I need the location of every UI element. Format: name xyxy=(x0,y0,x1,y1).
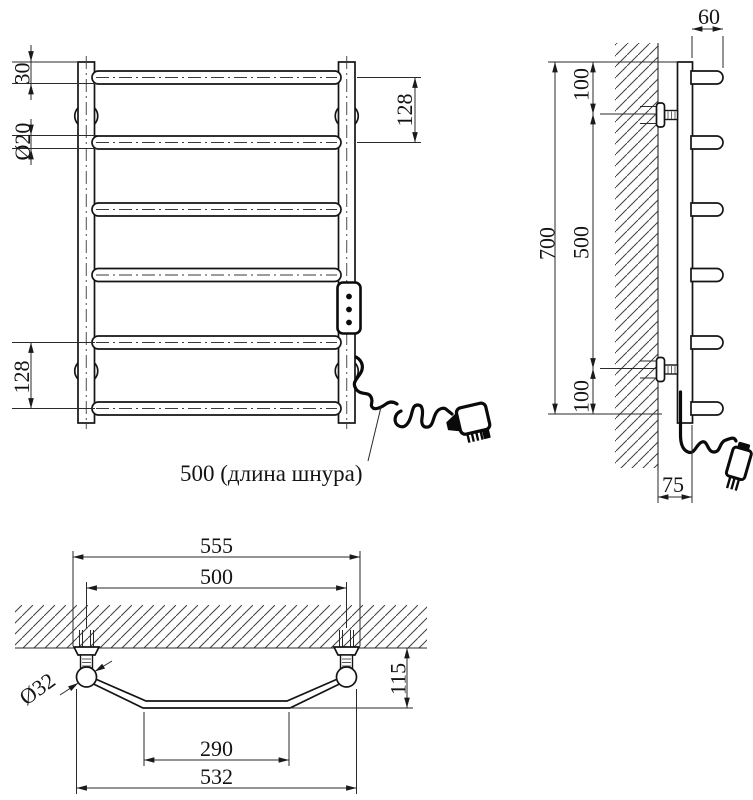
extension-lines xyxy=(72,551,361,646)
power-cord-side xyxy=(678,390,738,455)
dim-100-bottom: 100 xyxy=(569,368,596,415)
dim-label: 290 xyxy=(200,736,233,761)
dim-label: Ø32 xyxy=(14,668,59,710)
dim-128-top: 128 xyxy=(357,77,421,143)
height-extension-lines xyxy=(548,61,678,415)
leader-arrow xyxy=(59,682,79,696)
extension-lines xyxy=(12,342,95,409)
extension-lines xyxy=(76,689,357,794)
dim-500-top: 500 xyxy=(86,564,347,628)
leader-line xyxy=(367,406,382,462)
dim-30: 30 xyxy=(10,45,97,100)
wall-section xyxy=(15,605,427,648)
bracket-shaft xyxy=(663,364,679,375)
dim-115: 115 xyxy=(290,647,413,709)
thread-marks xyxy=(342,658,351,667)
dim-label: 100 xyxy=(569,68,594,101)
extension-lines xyxy=(143,712,290,766)
dim-532: 532 xyxy=(76,689,357,794)
plug-body xyxy=(724,445,753,482)
plug-foot xyxy=(482,429,491,440)
thread-marks xyxy=(667,366,676,374)
mount-flange xyxy=(72,646,101,656)
side-view: 60 100 500 100 700 75 xyxy=(535,4,753,503)
dim-label: 555 xyxy=(200,533,233,558)
dim-label: Ø20 xyxy=(10,123,35,161)
plug-prongs xyxy=(725,477,740,491)
dim-label: 532 xyxy=(200,764,233,789)
plug-body xyxy=(454,401,492,436)
leader-arrow xyxy=(94,660,113,672)
screw-lines xyxy=(339,630,354,647)
extension-lines xyxy=(12,61,97,84)
dim-label: 60 xyxy=(698,4,720,29)
dim-label: 500 xyxy=(200,564,233,589)
cord-length-label: 500 (длина шнура) xyxy=(180,461,363,486)
power-cord xyxy=(352,355,399,411)
bracket-shaft xyxy=(663,109,679,121)
dim-128-bottom: 128 xyxy=(9,342,95,409)
screw-lines xyxy=(79,630,94,647)
dim-tube-diameter: Ø20 xyxy=(10,119,98,165)
dim-290: 290 xyxy=(143,712,290,766)
bracket-head xyxy=(655,102,666,128)
power-plug-icon xyxy=(446,401,492,443)
regulator-led xyxy=(346,319,352,326)
extension-lines xyxy=(357,77,421,143)
extension-lines xyxy=(691,36,724,68)
dim-60: 60 xyxy=(691,4,724,68)
regulator-led xyxy=(346,306,352,313)
dim-label: 700 xyxy=(535,227,560,260)
bottom-bar-outline xyxy=(92,678,341,709)
centerlines xyxy=(85,56,348,429)
dim-label: 500 xyxy=(569,226,594,259)
dim-500-side: 500 xyxy=(569,113,596,369)
rail-profile xyxy=(676,61,694,424)
wall-mount-left xyxy=(72,630,101,669)
dim-700: 700 xyxy=(535,61,560,415)
dim-555: 555 xyxy=(72,533,361,646)
collar-ball xyxy=(75,666,98,688)
anchor-lines xyxy=(640,106,658,124)
dim-75: 75 xyxy=(657,425,693,503)
extension-lines xyxy=(12,135,98,149)
plug-neck xyxy=(737,441,751,452)
front-view: 30 Ø20 128 128 500 (длина шнура) xyxy=(9,45,492,486)
collar-ball xyxy=(335,666,358,688)
wall-bracket-top xyxy=(640,102,679,128)
cord-note: 500 (длина шнура) xyxy=(180,406,382,486)
dim-label: 100 xyxy=(569,380,594,413)
dim-label: 128 xyxy=(392,94,417,127)
dim-label: 115 xyxy=(386,663,411,695)
bracket-head xyxy=(655,356,666,383)
thread-marks xyxy=(82,658,91,667)
rung-ends xyxy=(690,70,724,416)
dim-label: 30 xyxy=(10,63,35,85)
power-cord xyxy=(393,403,454,429)
wall-bracket-bottom xyxy=(640,356,679,383)
mount-flange xyxy=(332,646,361,656)
power-plug-icon-side xyxy=(724,441,753,491)
thread-marks xyxy=(667,111,676,119)
top-view: 555 500 Ø32 115 290 532 xyxy=(14,533,427,794)
dim-label: 128 xyxy=(9,361,34,394)
anchor-lines xyxy=(640,360,658,379)
dim-label: 75 xyxy=(662,472,684,497)
plug-prongs xyxy=(466,431,484,443)
regulator-led xyxy=(346,293,352,300)
dim-100-top: 100 xyxy=(569,61,596,115)
